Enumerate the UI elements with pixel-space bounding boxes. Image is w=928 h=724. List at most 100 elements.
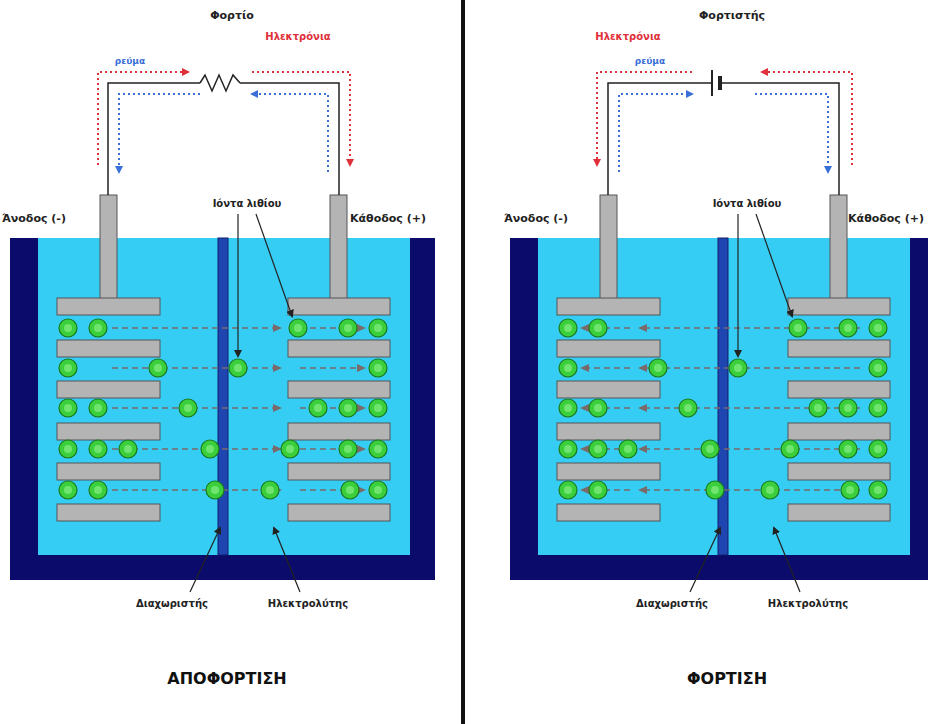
lithium-ion bbox=[89, 399, 107, 417]
anode-plate bbox=[557, 423, 660, 440]
lithium-ion bbox=[869, 481, 887, 499]
wire bbox=[240, 83, 339, 195]
lithium-ion-core bbox=[234, 364, 242, 372]
lithium-ion bbox=[89, 481, 107, 499]
separator-label: Διαχωριστής bbox=[136, 598, 208, 610]
discharge-panel bbox=[10, 72, 435, 592]
lithium-ion-core bbox=[211, 486, 219, 494]
lithium-ion-core bbox=[844, 404, 852, 412]
lithium-ion bbox=[559, 319, 577, 337]
lithium-ion-core bbox=[706, 445, 714, 453]
current-flow bbox=[619, 94, 692, 172]
electron-flow bbox=[597, 72, 692, 165]
lithium-ion-core bbox=[794, 324, 802, 332]
lithium-ion bbox=[339, 319, 357, 337]
lithium-ion bbox=[309, 399, 327, 417]
lithium-ion bbox=[869, 440, 887, 458]
lithium-ion-core bbox=[844, 445, 852, 453]
lithium-ion-core bbox=[64, 404, 72, 412]
lithium-ion-core bbox=[684, 404, 692, 412]
electrolyte-label: Ηλεκτρολύτης bbox=[768, 598, 848, 610]
lithium-ion bbox=[869, 359, 887, 377]
anode-plate bbox=[57, 423, 160, 440]
wire bbox=[720, 83, 839, 195]
cathode-plate bbox=[288, 504, 390, 521]
lithium-ion bbox=[869, 399, 887, 417]
anode-plate bbox=[57, 340, 160, 357]
anode-terminal bbox=[100, 195, 117, 300]
lithium-ion-core bbox=[64, 364, 72, 372]
battery-casing bbox=[510, 238, 928, 580]
lithium-ion-core bbox=[294, 324, 302, 332]
lithium-ion bbox=[789, 319, 807, 337]
lithium-ion bbox=[89, 440, 107, 458]
separator bbox=[718, 238, 728, 555]
lithium-ion bbox=[589, 481, 607, 499]
battery-symbol bbox=[711, 70, 713, 96]
lithium-ion bbox=[369, 481, 387, 499]
lithium-ion bbox=[261, 481, 279, 499]
lithium-ion bbox=[619, 440, 637, 458]
lithium-ion bbox=[369, 440, 387, 458]
separator bbox=[218, 238, 228, 555]
lithium-ion bbox=[59, 399, 77, 417]
lithium-ion bbox=[729, 359, 747, 377]
lithium-ion bbox=[341, 481, 359, 499]
lithium-ion-core bbox=[94, 324, 102, 332]
cathode-plate bbox=[288, 463, 390, 480]
lithium-ion bbox=[59, 440, 77, 458]
lithium-ion-core bbox=[346, 486, 354, 494]
lithium-ion-core bbox=[874, 404, 882, 412]
cathode-label: Κάθοδος (+) bbox=[848, 213, 924, 226]
cathode-plate bbox=[288, 340, 390, 357]
current-label: ρεύμα bbox=[635, 56, 665, 66]
lithium-ion-core bbox=[564, 404, 572, 412]
lithium-ion bbox=[59, 319, 77, 337]
lithium-ion bbox=[339, 399, 357, 417]
electron-label: Ηλεκτρόνια bbox=[265, 31, 330, 43]
lithium-ion-core bbox=[734, 364, 742, 372]
cathode-plate bbox=[288, 381, 390, 398]
leader-line bbox=[274, 528, 300, 592]
lithium-ion bbox=[839, 319, 857, 337]
leader-line bbox=[237, 214, 238, 356]
lithium-ion bbox=[281, 440, 299, 458]
lithium-ion-core bbox=[374, 445, 382, 453]
lithium-ion bbox=[59, 359, 77, 377]
cathode-plate bbox=[788, 298, 890, 315]
anode-plate bbox=[57, 298, 160, 315]
lithium-ion bbox=[119, 440, 137, 458]
ion-path bbox=[640, 367, 860, 369]
lithium-ion bbox=[706, 481, 724, 499]
lithium-ion-core bbox=[594, 404, 602, 412]
leader-line bbox=[774, 528, 800, 592]
lithium-ion-core bbox=[64, 324, 72, 332]
separator-label: Διαχωριστής bbox=[636, 598, 708, 610]
electron-label: Ηλεκτρόνια bbox=[595, 31, 660, 43]
lithium-ion-core bbox=[374, 404, 382, 412]
charger-label: Φορτιστής bbox=[699, 10, 765, 23]
charge-panel bbox=[510, 70, 928, 592]
lithium-ion bbox=[649, 359, 667, 377]
lithium-ion-core bbox=[564, 445, 572, 453]
lithium-ion-core bbox=[344, 324, 352, 332]
lithium-ion-core bbox=[124, 445, 132, 453]
leader-line bbox=[256, 214, 292, 316]
anode-plate bbox=[57, 381, 160, 398]
lithium-ion bbox=[589, 319, 607, 337]
lithium-ion bbox=[369, 399, 387, 417]
lithium-ion-core bbox=[711, 486, 719, 494]
cathode-plate bbox=[788, 463, 890, 480]
lithium-ion bbox=[289, 319, 307, 337]
lithium-ion bbox=[839, 440, 857, 458]
ion-path bbox=[112, 367, 280, 369]
lithium-ion-core bbox=[594, 445, 602, 453]
lithium-ion-core bbox=[874, 324, 882, 332]
electrolyte-label: Ηλεκτρολύτης bbox=[268, 598, 348, 610]
cathode-plate bbox=[288, 423, 390, 440]
anode-label: Άνοδος (-) bbox=[2, 213, 66, 226]
anode-plate bbox=[557, 381, 660, 398]
ion-path bbox=[640, 489, 860, 491]
wire bbox=[608, 83, 712, 195]
anode-terminal bbox=[600, 195, 617, 300]
